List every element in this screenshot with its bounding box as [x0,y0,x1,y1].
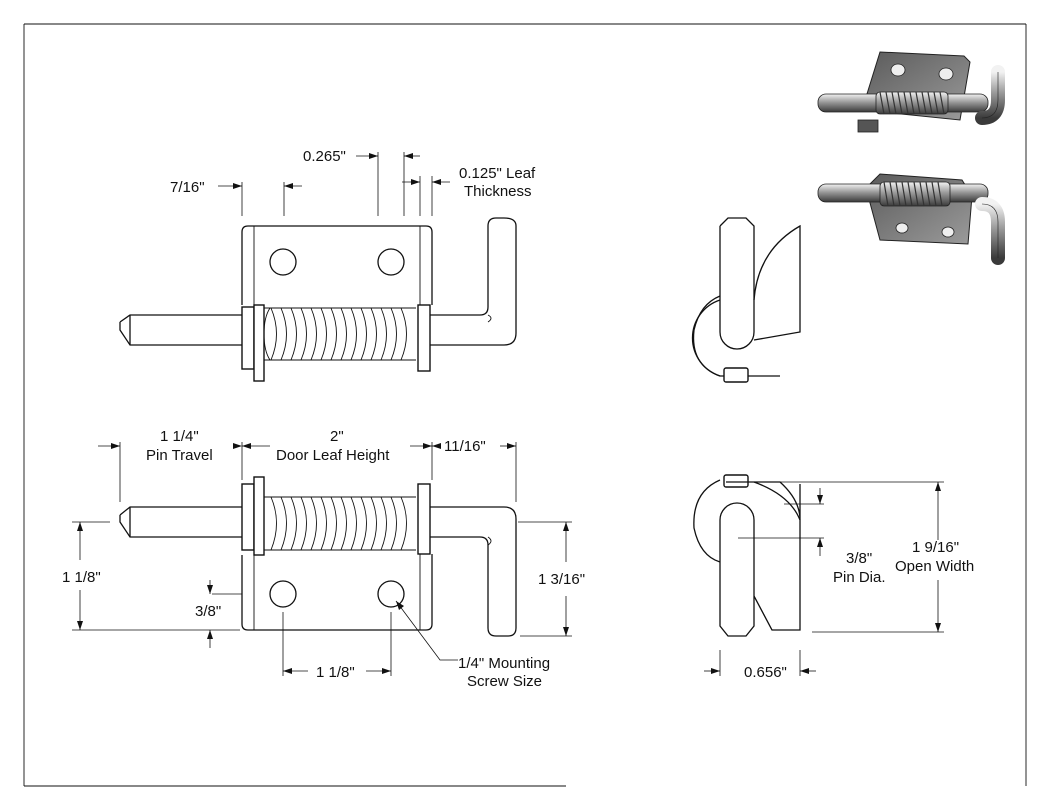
pin-height-label: 1 1/8" [62,569,101,586]
leaf-thickness-label: 0.125" Leaf [459,165,536,182]
end-view-top [691,217,801,383]
open-width-value: 1 9/16" [912,539,959,556]
open-width-label: Open Width [895,558,974,575]
side-width-label: 0.656" [744,664,787,681]
spring-top [263,307,416,361]
hole-offset-label: 3/8" [195,603,221,620]
spring-front [264,496,416,551]
pin-travel-value: 1 1/4" [160,428,199,445]
mounting-hole [377,580,405,608]
screw-size-label: 1/4" Mounting [458,655,550,672]
top-view [119,217,517,382]
handle-offset-label: 11/16" [444,438,486,455]
hole-spacing-label: 1 1/8" [316,664,355,681]
door-leaf-height-value: 2" [330,428,344,445]
mounting-hole [269,580,297,608]
door-leaf-height-label: Door Leaf Height [276,447,390,464]
pin-travel-label: Pin Travel [146,447,213,464]
pin-dia-value: 3/8" [846,550,872,567]
top-view-dims [218,152,450,216]
front-view-dims [72,442,572,676]
end-view-bottom [693,474,801,637]
mounting-hole [269,248,297,276]
leaf-gap-label: 0.265" [303,148,346,165]
end-view-dims [704,481,944,676]
pin-dia-label: Pin Dia. [833,569,886,586]
iso-render-top [817,51,1005,133]
iso-render-bottom [817,173,1005,265]
drawing-frame [23,23,1027,787]
pin-offset-label: 7/16" [170,179,205,196]
mounting-hole [377,248,405,276]
handle-length-label: 1 3/16" [538,571,585,588]
screw-size-label-2: Screw Size [467,673,542,690]
front-view [119,476,517,637]
leaf-thickness-label-2: Thickness [464,183,532,200]
